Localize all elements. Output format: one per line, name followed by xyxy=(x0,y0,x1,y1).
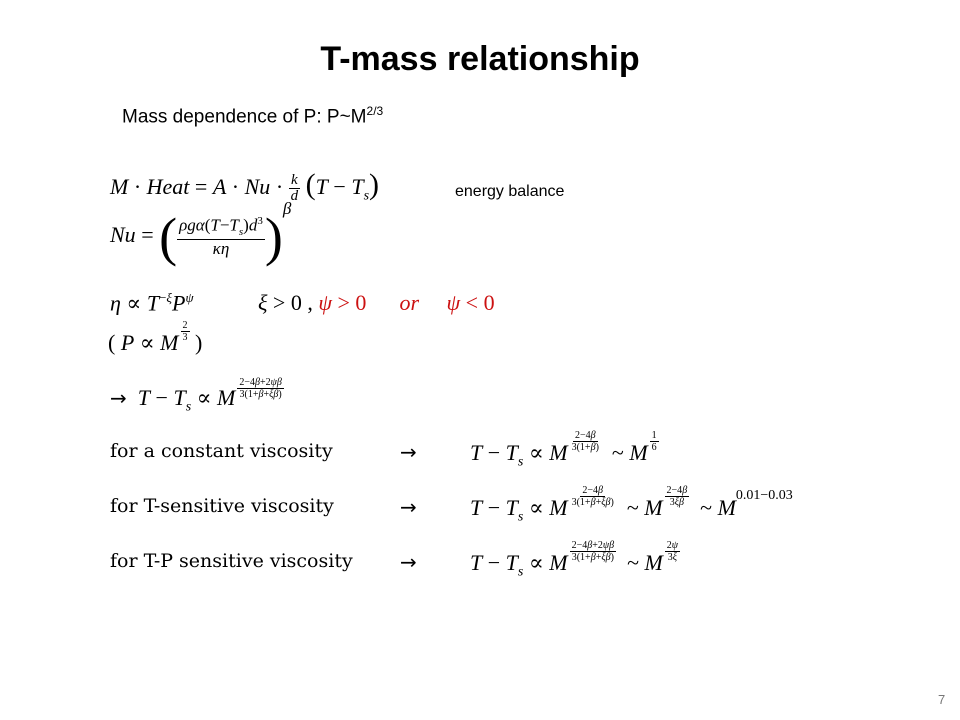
row-label-constant: for a constant viscosity xyxy=(110,440,333,462)
arrow-icon: → xyxy=(400,550,417,574)
implies-arrow-icon: → xyxy=(110,386,127,410)
page-number: 7 xyxy=(938,692,946,707)
row-label-tp-sensitive: for T-P sensitive viscosity xyxy=(110,550,353,572)
arrow-icon: → xyxy=(400,440,417,464)
viscosity-law-equation: η ∝ T−ξPψ xyxy=(110,290,194,316)
subtitle-text: Mass dependence of P: P~M xyxy=(122,106,367,128)
arrow-icon: → xyxy=(400,495,417,519)
subtitle-exponent: 2/3 xyxy=(366,104,384,118)
subtitle: Mass dependence of P: P~M2/3 xyxy=(122,104,383,128)
row-label-t-sensitive: for T-sensitive viscosity xyxy=(110,495,334,517)
energy-balance-label: energy balance xyxy=(455,183,565,200)
page-title: T-mass relationship xyxy=(320,40,640,78)
parameter-conditions: ξ > 0 , ψ > 0 or ψ < 0 xyxy=(258,290,495,315)
